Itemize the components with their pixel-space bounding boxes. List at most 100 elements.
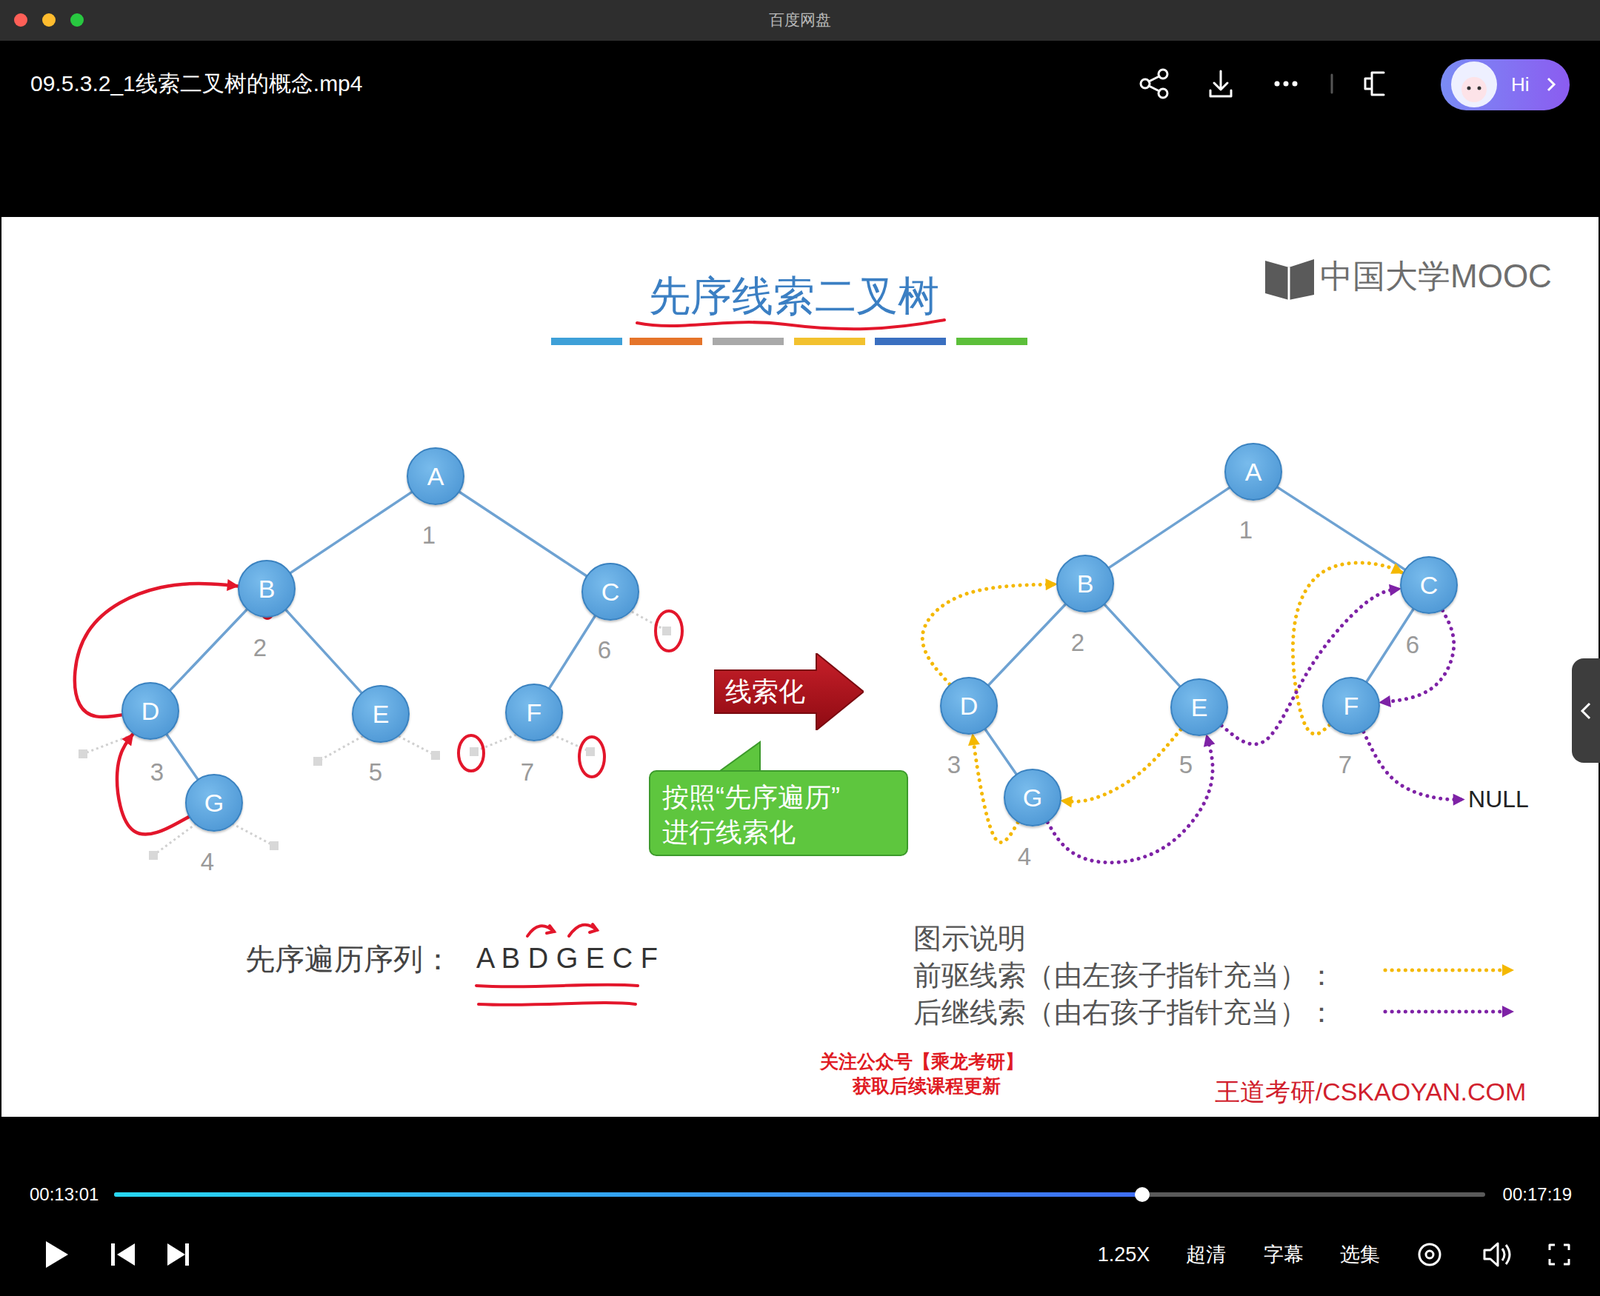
arrow-shape: [714, 653, 864, 731]
preorder-number: 2: [1071, 628, 1085, 658]
tree-edge: [1277, 487, 1405, 570]
node-letter: D: [960, 691, 979, 722]
slide-ground: [1, 217, 1599, 1118]
successor-thread: [1380, 610, 1455, 703]
node-letter: E: [372, 699, 390, 730]
node-letter: A: [1245, 457, 1263, 488]
title-underline: [637, 320, 945, 329]
slide-title: 先序线索二叉树: [648, 271, 940, 321]
legend-samples: [1385, 964, 1515, 1018]
node-letter: C: [601, 577, 620, 608]
speech-callout: 按照“先序遍历” 进行线索化: [648, 770, 909, 857]
transform-arrow: 线索化: [714, 653, 864, 731]
tree-edge: [549, 616, 595, 689]
tree-edge: [985, 729, 1017, 775]
mooc-logo-icon: [1265, 259, 1315, 300]
file-name: 09.5.3.2_1线索二叉树的概念.mp4: [30, 70, 363, 98]
null-pointer-marks: [78, 626, 672, 860]
handwritten-arrow: [117, 734, 189, 835]
tree-edge: [460, 492, 587, 577]
preorder-number: 3: [947, 750, 961, 780]
preorder-number: 7: [1338, 750, 1352, 780]
quality-button: 超清: [1185, 1242, 1226, 1267]
node-letter: G: [204, 788, 224, 819]
promo-note: 关注公众号【乘龙考研】: [820, 1050, 1024, 1073]
tree-edge: [285, 610, 361, 693]
tree-node: D: [940, 677, 998, 735]
legend-text: 前驱线索（由左孩子指针充当）：: [913, 959, 1336, 994]
node-letter: A: [427, 461, 445, 492]
predecessor-thread: [922, 584, 1057, 685]
subtitle-button: 字幕: [1263, 1242, 1304, 1267]
node-letter: F: [526, 697, 543, 729]
header-bar: [0, 40, 1600, 218]
promo-note: 获取后续课程更新: [852, 1074, 1001, 1098]
preorder-number: 4: [200, 847, 215, 878]
assistant-button: [1440, 59, 1570, 111]
handwritten-circles: [262, 605, 683, 778]
tree-edge: [290, 492, 412, 574]
tree-node: A: [1224, 442, 1283, 501]
legend-text: 后继线索（由右孩子指针充当）：: [913, 996, 1336, 1031]
tree-node: C: [1400, 556, 1458, 615]
preorder-number: 5: [368, 757, 383, 788]
more-icon: [1274, 81, 1298, 87]
control-bar: [0, 1117, 1600, 1296]
node-letter: B: [258, 574, 276, 605]
arrow-text: 线索化: [725, 675, 806, 708]
preorder-sequence: A B D G E C F: [476, 942, 658, 977]
tree-node: G: [1003, 768, 1062, 827]
tree-edge: [170, 609, 247, 690]
null-marker: NULL: [1463, 783, 1534, 815]
tree-edge: [1108, 488, 1229, 569]
node-letter: F: [1343, 691, 1360, 722]
assistant-greeting: Hi: [1511, 73, 1530, 97]
predecessor-thread: [1292, 562, 1403, 735]
tree-node: F: [1322, 677, 1380, 735]
tree-node: D: [121, 682, 180, 740]
null-text: NULL: [1468, 785, 1529, 814]
tree-node: F: [505, 683, 563, 742]
successor-thread: [1363, 731, 1464, 800]
node-letter: D: [141, 696, 160, 727]
preorder-number: 1: [1239, 515, 1253, 546]
tree-node: C: [581, 562, 640, 621]
node-letter: G: [1022, 782, 1043, 814]
playback-icons: [45, 1241, 189, 1269]
sequence-caption: 先序遍历序列：: [245, 941, 453, 978]
elapsed-time: 00:13:01: [29, 1184, 99, 1206]
preorder-number: 6: [1405, 630, 1420, 660]
preorder-number: 3: [150, 757, 164, 788]
episode-button: 选集: [1340, 1242, 1380, 1267]
node-letter: E: [1191, 692, 1209, 723]
player-icons: [1419, 1243, 1569, 1266]
tree-edge: [166, 734, 198, 780]
tree-node: G: [185, 774, 243, 832]
watermark: 王道考研/CSKAOYAN.COM: [1214, 1077, 1527, 1108]
callout-text: 按照“先序遍历” 进行线索化: [662, 782, 840, 848]
tree-node: B: [1056, 554, 1115, 613]
preorder-number: 7: [520, 757, 535, 788]
side-tab: [1571, 658, 1600, 763]
tree-edge: [988, 604, 1066, 685]
total-time: 00:17:19: [1502, 1184, 1572, 1206]
window-title: 百度网盘: [768, 10, 832, 29]
preorder-number: 2: [253, 633, 267, 663]
node-letter: C: [1420, 570, 1439, 601]
preorder-number: 5: [1179, 750, 1193, 780]
tree-node: A: [406, 447, 465, 506]
progress-bar: [114, 1187, 1486, 1203]
tree-node: E: [351, 685, 410, 743]
legend-heading: 图示说明: [913, 922, 1026, 957]
tree-edge: [1104, 605, 1180, 687]
node-letter: B: [1077, 568, 1095, 600]
preorder-number: 4: [1017, 842, 1032, 872]
successor-thread: [1221, 588, 1400, 745]
predecessor-thread: [1061, 729, 1181, 802]
tree-node: E: [1170, 678, 1229, 737]
successor-thread: [1047, 735, 1213, 863]
window-controls: [14, 13, 84, 27]
speed-button: 1.25X: [1097, 1242, 1151, 1267]
preorder-number: 1: [422, 520, 436, 551]
